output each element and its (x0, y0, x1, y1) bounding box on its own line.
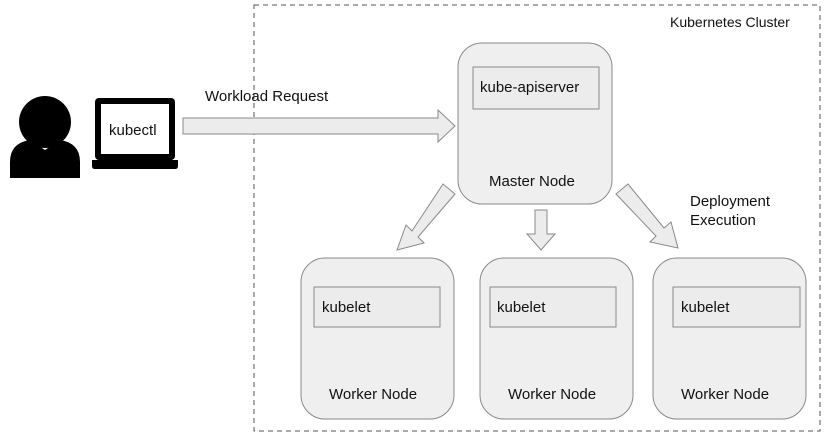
workload-request-label: Workload Request (205, 88, 329, 105)
deployment-label: Deployment (690, 193, 771, 210)
kube-apiserver-box (472, 66, 600, 110)
worker-node-label: Worker Node (681, 386, 770, 403)
kubelet-label: kubelet (681, 299, 730, 316)
worker-node-label: Worker Node (508, 386, 597, 403)
laptop-icon (92, 98, 178, 169)
cluster-label: Kubernetes Cluster (670, 14, 790, 30)
workload-request-arrow (182, 108, 456, 144)
cluster-boundary (253, 4, 821, 432)
kubelet-box (672, 286, 801, 328)
execution-label: Execution (690, 212, 756, 229)
kubelet-label: kubelet (322, 299, 371, 316)
worker-node-label: Worker Node (329, 386, 418, 403)
user-silhouette-icon (10, 96, 80, 178)
deploy-arrow-middle (525, 209, 557, 251)
master-node-label: Master Node (489, 173, 575, 190)
deploy-arrow-left (396, 183, 456, 251)
kubelet-box (313, 286, 441, 328)
kubelet-box (489, 286, 617, 328)
kube-apiserver-label: kube-apiserver (480, 79, 580, 96)
deploy-arrow-right (615, 183, 679, 249)
laptop-label: kubectl (109, 122, 157, 139)
kubelet-label: kubelet (497, 299, 546, 316)
